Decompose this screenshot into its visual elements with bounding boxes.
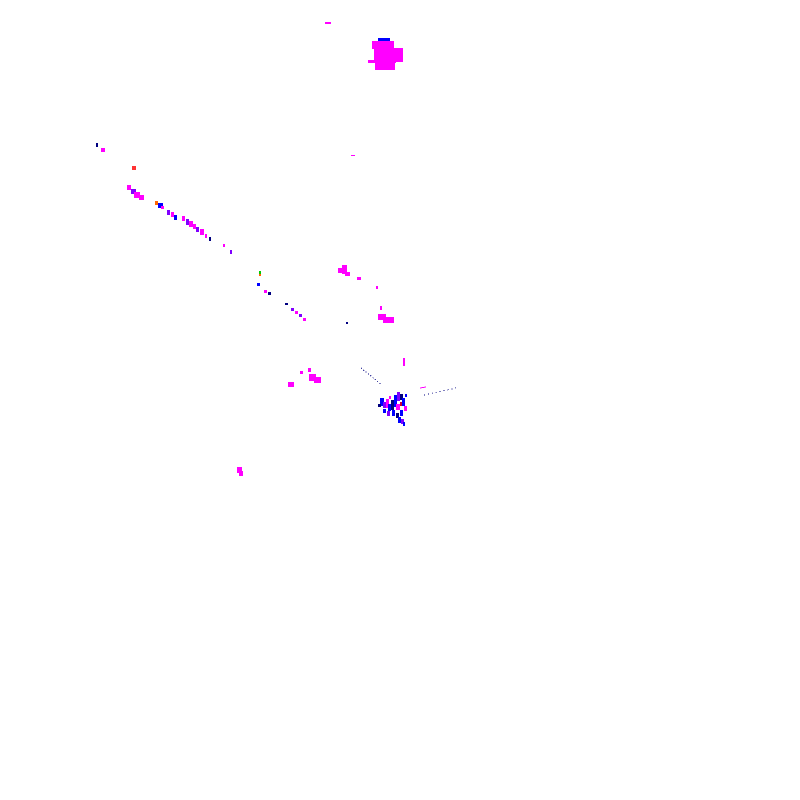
map-mark: [378, 314, 386, 320]
map-mark: [200, 229, 204, 235]
map-mark: [394, 395, 397, 407]
map-mark: [303, 318, 306, 321]
map-mark: [309, 374, 316, 381]
map-mark: [368, 60, 396, 63]
map-mark: [380, 398, 384, 406]
map-mark: [139, 195, 144, 200]
map-mark: [397, 392, 400, 401]
map-mark: [383, 402, 387, 408]
map-mark: [96, 143, 98, 147]
map-mark: [299, 314, 302, 317]
map-line: [423, 387, 457, 396]
diagonal-mark-cluster-lower: [257, 271, 348, 324]
map-mark: [383, 409, 386, 413]
map-mark: [391, 400, 394, 410]
map-mark: [400, 410, 403, 416]
map-mark: [345, 272, 350, 276]
map-mark: [268, 292, 271, 295]
map-mark: [396, 413, 399, 418]
map-mark: [314, 377, 321, 383]
map-mark: [167, 210, 170, 215]
left-magenta-clusters: [237, 368, 321, 476]
map-mark: [351, 155, 355, 156]
map-mark: [300, 371, 303, 374]
map-mark: [127, 185, 131, 190]
top-magenta-cluster: [325, 22, 403, 156]
map-mark: [346, 322, 348, 324]
map-mark: [396, 404, 400, 410]
map-line: [419, 386, 427, 389]
map-mark: [392, 410, 395, 416]
map-mark: [375, 62, 395, 70]
map-mark: [237, 467, 242, 473]
map-mark: [134, 192, 140, 198]
map-mark: [101, 148, 105, 152]
map-mark: [131, 189, 136, 194]
map-mark: [376, 286, 378, 289]
map-mark: [291, 308, 294, 311]
map-mark: [386, 399, 389, 408]
map-mark: [182, 216, 185, 221]
map-mark: [189, 221, 193, 227]
map-mark: [403, 422, 405, 426]
map-mark: [389, 396, 391, 399]
map-mark: [401, 419, 404, 424]
map-mark: [209, 237, 211, 241]
map-mark: [132, 166, 136, 170]
map-mark: [161, 206, 164, 209]
map-mark: [288, 382, 294, 387]
map-mark: [205, 234, 207, 238]
map-mark: [295, 311, 298, 314]
map-mark: [387, 411, 390, 416]
map-mark: [155, 201, 158, 205]
map-mark: [405, 394, 407, 397]
map-mark: [383, 317, 394, 323]
map-mark: [400, 394, 403, 400]
mid-magenta-clusters: [338, 265, 405, 366]
map-mark: [259, 271, 261, 274]
map-mark: [357, 277, 361, 280]
map-mark: [404, 406, 407, 411]
map-mark: [196, 227, 199, 232]
map-mark: [380, 306, 382, 310]
map-mark: [186, 219, 189, 225]
map-mark: [342, 265, 347, 274]
map-mark: [230, 250, 232, 254]
map-mark: [398, 417, 401, 423]
map-mark: [193, 224, 196, 229]
map-mark: [308, 368, 311, 372]
map-mark: [264, 290, 267, 293]
map-mark: [374, 48, 403, 62]
map-mark: [378, 404, 381, 407]
map-mark: [325, 22, 331, 24]
map-line: [360, 367, 383, 386]
map-mark: [239, 471, 243, 476]
map-mark: [158, 203, 163, 208]
map-mark: [174, 215, 177, 220]
map-mark: [388, 404, 391, 411]
map-mark: [223, 244, 225, 247]
diagonal-mark-cluster: [96, 143, 232, 254]
dense-cluster: [378, 392, 407, 426]
map-mark: [403, 358, 405, 366]
map-mark: [378, 38, 390, 41]
map-mark: [171, 212, 174, 217]
map-mark: [372, 41, 394, 49]
map-mark: [402, 398, 405, 406]
thin-line-segments: [360, 367, 457, 396]
map-mark: [257, 283, 260, 286]
map-mark: [259, 274, 261, 276]
map-mark: [285, 303, 288, 305]
